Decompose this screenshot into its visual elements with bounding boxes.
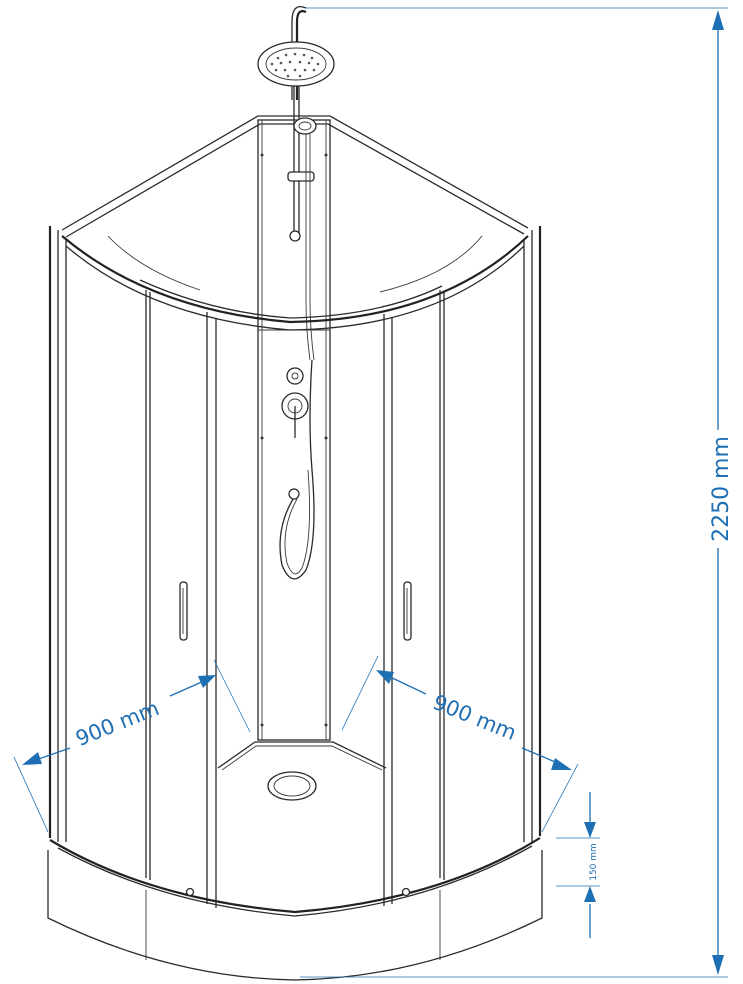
dimension-width-right: 900 mm [341,655,579,833]
base-tray [47,837,543,981]
tray-height-dimension-label: 150 mm [589,843,599,881]
right-glass-panels [383,226,542,906]
width-left-dimension-label: 900 mm [72,696,162,751]
door-handle-right [403,581,412,641]
shower-hose [279,359,315,580]
hand-shower [287,117,317,361]
dimension-height: 2250 mm [300,7,734,978]
panel-screws [260,153,328,727]
width-right-dimension-label: 900 mm [429,690,519,745]
height-dimension-label: 2250 mm [709,436,734,542]
shower-cabin [47,5,543,981]
roof-frame [61,115,529,293]
door-handle-left [179,581,188,641]
mixer-controls [281,367,309,438]
dimension-tray-height: 150 mm [556,792,600,938]
door-rail [61,235,529,331]
shower-tray [217,741,387,801]
shower-head [257,5,335,242]
left-glass-panels [48,226,217,908]
